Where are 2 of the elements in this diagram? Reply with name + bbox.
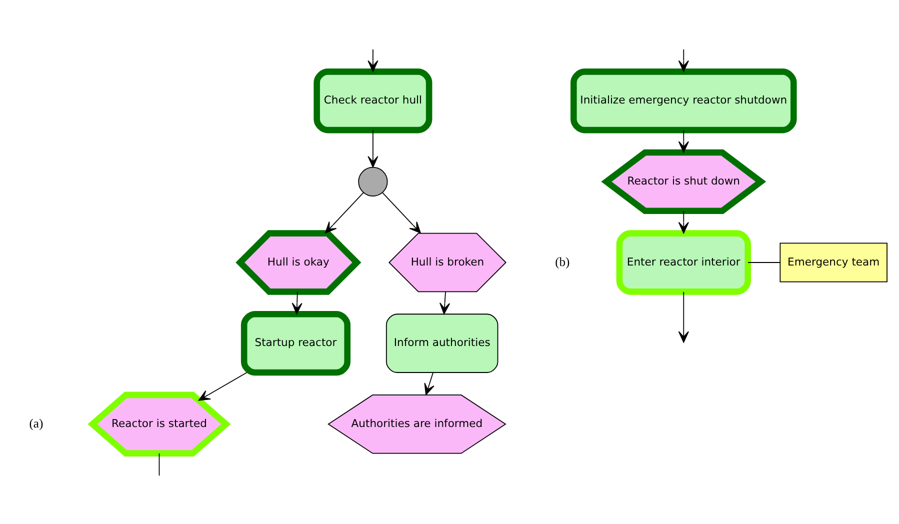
label: (a) — [29, 416, 44, 430]
label: (b) — [555, 254, 570, 268]
